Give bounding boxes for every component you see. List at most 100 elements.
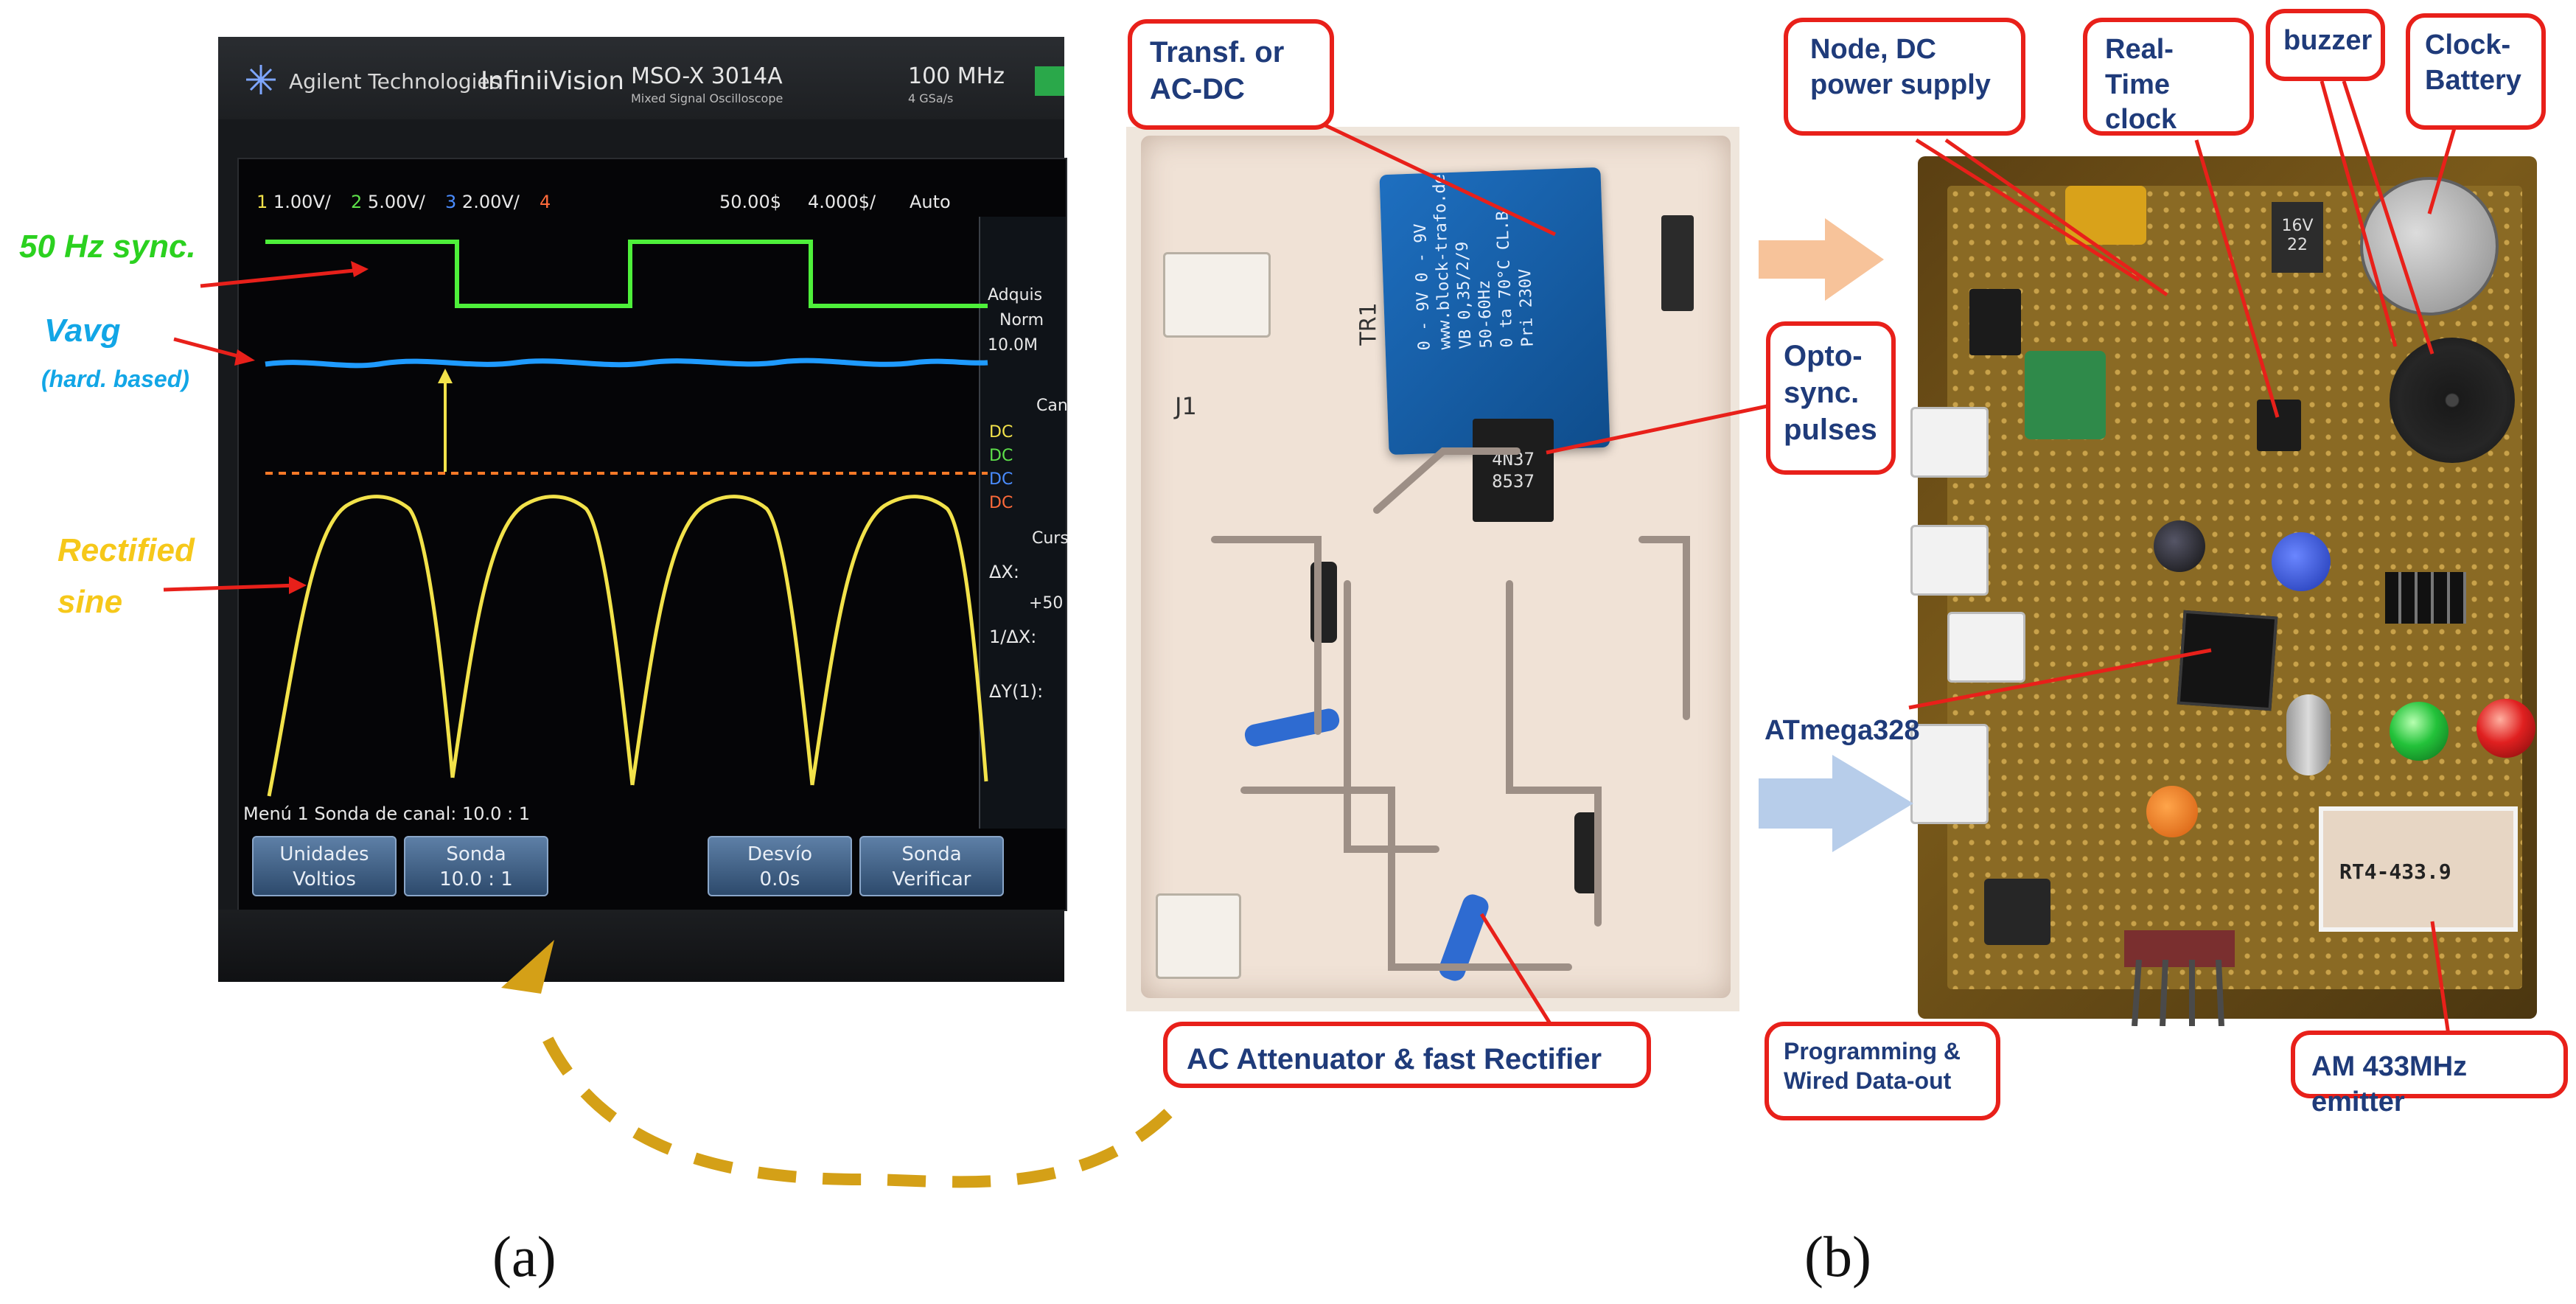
orange-arrow-icon: [1759, 218, 1884, 301]
agilent-logo-icon: [245, 63, 277, 96]
side-ch3-coupling: DC: [989, 470, 1013, 489]
pointer-node-dc-2: [1944, 138, 2168, 297]
ch1-setting: 1 1.00V/: [256, 192, 331, 212]
model-subtitle: Mixed Signal Oscilloscope: [631, 91, 783, 105]
green-led: [2390, 702, 2448, 761]
side-ch2-coupling: DC: [989, 447, 1013, 465]
callout-buzzer: buzzer: [2266, 9, 2385, 81]
scope-bottom-bezel: [218, 910, 1064, 982]
rf-module: RT4-433.9: [2319, 806, 2518, 932]
bandwidth: 100 MHz: [908, 63, 1005, 89]
blue-arrow-icon: [1759, 755, 1913, 852]
pcb-right-photo: 16V 22 RT4-433.9: [1903, 134, 2552, 1026]
side-delta-x-value: +50: [1029, 594, 1064, 613]
side-ch1-coupling: DC: [989, 423, 1013, 442]
pointer-transf: [1296, 110, 1557, 237]
pointer-buzzer-1: [2320, 80, 2398, 347]
side-acq-mode: Norm: [999, 311, 1044, 330]
pointer-opto: [1546, 396, 1807, 455]
scope-screen: [237, 158, 1067, 911]
softkey-probe-check[interactable]: Sonda Verificar: [859, 836, 1004, 896]
pointer-rtc: [2194, 139, 2280, 418]
sync-square-wave: [265, 240, 988, 308]
menu-title: Menú 1 Sonda de canal: 10.0 : 1: [243, 803, 531, 824]
product-name: InfiniiVision: [481, 66, 624, 96]
softkey-skew-top: Desvío: [747, 843, 813, 865]
label-rectified: Rectified: [57, 532, 195, 568]
brand-name: Agilent Technologies: [289, 69, 501, 94]
softkey-units-bottom: Voltios: [293, 868, 356, 890]
vavg-arrow-head: [234, 349, 255, 366]
pointer-atmega: [1908, 648, 2212, 710]
rtc-chip: [2257, 400, 2301, 451]
caption-a: (a): [492, 1224, 556, 1289]
badge-corner: [1035, 66, 1064, 96]
capacitor-tantalum: 16V 22: [2272, 202, 2323, 273]
callout-opto: Opto-sync. pulses: [1766, 321, 1896, 475]
side-ch4-coupling: DC: [989, 494, 1013, 512]
dashed-link-arrow: [532, 1015, 1173, 1188]
pcb-left-traces: [1211, 447, 1690, 971]
ch2-setting: 2 5.00V/: [351, 192, 425, 212]
side-cursors-label: Curs: [1032, 529, 1069, 548]
callout-clock-battery: Clock-Battery: [2406, 13, 2546, 130]
yellow-arrow-head: [438, 369, 453, 383]
pointer-node-dc-1: [1915, 138, 2140, 282]
label-sync: 50 Hz sync.: [19, 229, 196, 265]
dashed-link-arrowhead: [501, 940, 554, 994]
ch3-setting: 3 2.00V/: [445, 192, 520, 212]
buzzer-component: [2390, 338, 2515, 463]
connector-bottom: [1910, 724, 1989, 824]
red-led: [2476, 699, 2535, 758]
side-delta-y: ΔY(1):: [989, 681, 1044, 702]
softkey-probe-check-top: Sonda: [901, 843, 962, 865]
opto-date-code: 8537: [1492, 471, 1535, 492]
pointer-battery: [2427, 128, 2457, 215]
callout-transf: Transf. or AC-DC: [1128, 19, 1334, 130]
softkey-probe-top: Sonda: [446, 843, 506, 865]
pcb-left-photo: 0 - 9V 0 - 9V www.block-trafo.de VB 0,35…: [1126, 127, 1739, 1011]
sample-rate: 4 GSa/s: [908, 91, 954, 105]
side-channels-label: Can: [1036, 397, 1068, 415]
crystal: [2286, 694, 2331, 775]
label-vavg: Vavg: [44, 313, 121, 349]
softkey-units-top: Unidades: [279, 843, 369, 865]
label-vavg-sub: (hard. based): [41, 366, 189, 392]
callout-rtc: Real-Time clock: [2083, 18, 2254, 136]
scope-side-panel: [979, 217, 1066, 829]
rf-module-label: RT4-433.9: [2339, 860, 2451, 884]
label-sine: sine: [57, 584, 123, 620]
pointer-attenuator: [1479, 913, 1553, 1026]
callout-programming: Programming & Wired Data-out: [1765, 1022, 2000, 1120]
model-name: MSO-X 3014A: [631, 63, 783, 89]
pointer-buzzer-2: [2342, 80, 2434, 355]
timebase-readout: 4.000$/: [808, 192, 876, 212]
regulator-chip: [1969, 289, 2021, 355]
vavg-arrow: [173, 337, 247, 360]
side-delta-x: ΔX:: [989, 562, 1019, 582]
orange-capacitor: [2146, 786, 2198, 837]
blue-trimmer: [2272, 532, 2331, 591]
green-capacitor: [2025, 351, 2106, 439]
rectified-arrow: [163, 583, 299, 592]
callout-atmega: ATmega328: [1765, 715, 1920, 746]
callout-emitter: AM 433MHz emitter: [2291, 1031, 2568, 1118]
softkey-skew-bottom: 0.0s: [759, 868, 800, 890]
push-button: [1984, 879, 2050, 945]
softkey-units[interactable]: Unidades Voltios: [252, 836, 397, 896]
pin-header: [2385, 572, 2466, 624]
side-inv-delta-x: 1/ΔX:: [989, 627, 1037, 647]
header-pins-j3: [1661, 215, 1694, 311]
j1-connector: [1163, 252, 1271, 338]
trigger-mode: Auto: [910, 192, 951, 212]
oscilloscope-photo: Agilent Technologies InfiniiVision MSO-X…: [218, 37, 1069, 982]
sync-arrow: [200, 268, 362, 288]
softkey-probe[interactable]: Sonda 10.0 : 1: [404, 836, 548, 896]
side-acq-label: Adquis: [988, 286, 1043, 304]
softkey-skew[interactable]: Desvío 0.0s: [708, 836, 852, 896]
connector-mid: [1910, 525, 1989, 596]
softkey-probe-check-bottom: Verificar: [892, 868, 971, 890]
